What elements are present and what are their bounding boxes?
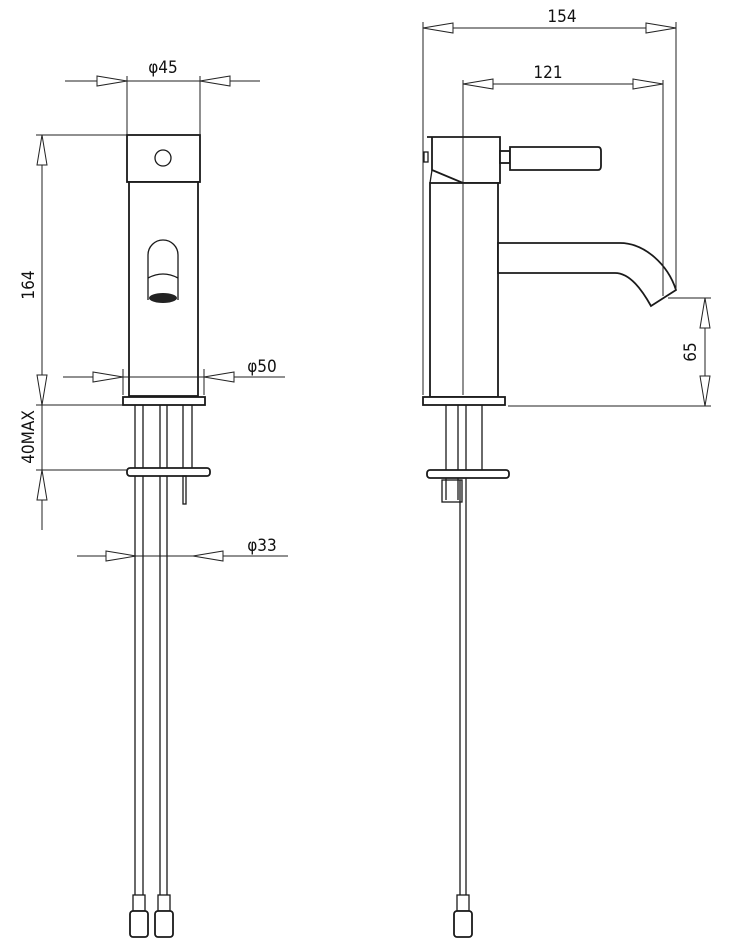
front-hose-nuts: [129, 894, 174, 938]
label-overall-depth: 154: [547, 7, 576, 27]
dim-base-diameter: φ50: [63, 357, 285, 395]
front-spout-edge: [147, 273, 179, 279]
side-body: [429, 182, 499, 398]
front-supply-pipes: [134, 405, 193, 895]
front-lever-head: [126, 134, 201, 183]
front-body: [128, 181, 199, 397]
side-lever-stub: [499, 150, 511, 164]
label-top-diameter: φ45: [148, 58, 178, 78]
front-spout: [147, 239, 179, 300]
dim-spout-height: 65: [508, 297, 711, 407]
dim-height: 164: [19, 134, 127, 406]
front-fixing-stud: [182, 475, 187, 505]
label-height: 164: [19, 270, 39, 299]
front-lever-hole: [154, 149, 172, 167]
label-pipe-spacing: φ33: [247, 536, 277, 556]
dim-top-diameter: φ45: [65, 58, 260, 135]
front-fixing-plate: [126, 467, 211, 477]
dim-deck-thickness: 40MAX: [19, 405, 127, 530]
label-base-diameter: φ50: [247, 357, 277, 377]
dim-overall-depth: 154: [422, 7, 677, 395]
side-head-edge: [429, 169, 433, 184]
label-deck-thickness: 40MAX: [19, 410, 39, 464]
side-view: 154 121 65: [422, 7, 711, 938]
side-base-plate: [422, 396, 506, 406]
label-spout-reach: 121: [533, 63, 562, 83]
side-fixing-plate: [426, 469, 510, 479]
front-base-plate: [122, 396, 206, 406]
side-fixing-bolt: [441, 479, 463, 503]
side-hose-nut: [453, 894, 473, 938]
side-lever-screw: [423, 151, 429, 163]
label-spout-height: 65: [681, 342, 701, 361]
front-view: φ45 164 40MAX φ50 φ33: [19, 58, 288, 938]
dim-pipe-spacing: φ33: [77, 536, 288, 562]
side-supply-pipes: [445, 405, 483, 895]
side-lever-handle: [509, 146, 602, 171]
side-spout: [497, 242, 678, 308]
front-aerator: [149, 293, 177, 303]
dim-spout-reach: 121: [462, 63, 664, 296]
